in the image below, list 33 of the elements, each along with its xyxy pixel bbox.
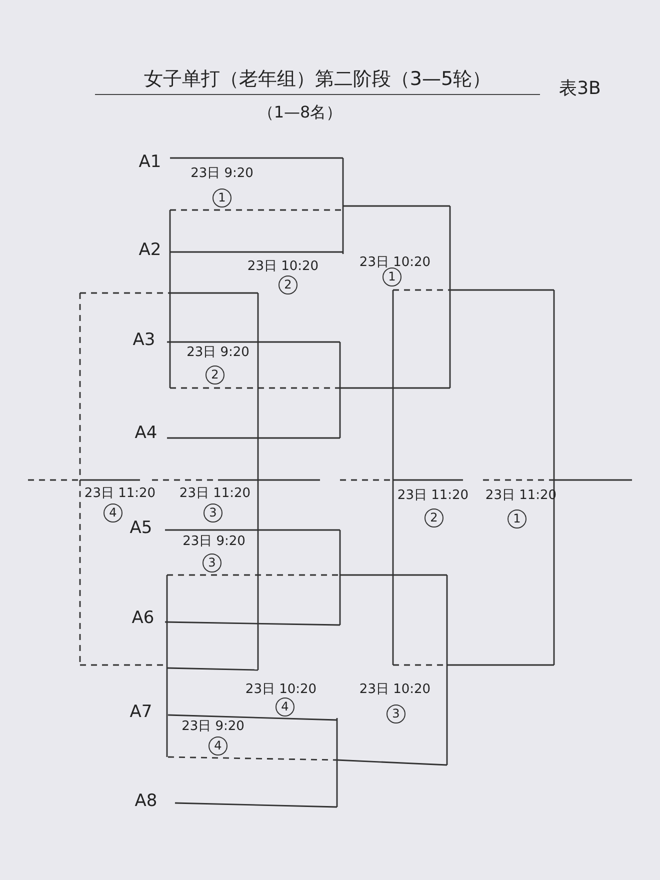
note-text: 表3B (559, 77, 601, 100)
circled-number: 1 (508, 510, 526, 528)
circled-number: 2 (278, 276, 298, 294)
note-text: （1—8名） (258, 102, 342, 124)
circled-number: 1 (212, 188, 232, 208)
match-time: 23日 9:20 (186, 344, 250, 361)
circled-number: 2 (424, 508, 444, 528)
circled-number: 2 (206, 366, 224, 384)
entry-label: A6 (132, 608, 154, 628)
match-time: 23日 9:20 (182, 533, 246, 550)
match-time: 23日 9:20 (182, 718, 244, 735)
circled-number: 4 (208, 736, 228, 756)
title: 女子单打（老年组）第二阶段（3—5轮） (95, 66, 540, 95)
match-time: 23日 10:20 (245, 681, 317, 698)
match-time: 23日 10:20 (247, 258, 319, 275)
circled-number: 1 (382, 268, 402, 286)
entry-label: A4 (134, 423, 158, 443)
circled-number: 4 (104, 504, 122, 522)
match-time: 23日 10:20 (359, 681, 431, 698)
match-time: 23日 11:20 (179, 485, 251, 502)
entry-label: A7 (130, 702, 152, 722)
circled-number: 4 (276, 698, 294, 716)
entry-label: A2 (138, 240, 162, 260)
match-time: 23日 11:20 (84, 485, 156, 502)
entry-label: A1 (138, 152, 162, 172)
match-time: 23日 11:20 (397, 487, 469, 504)
circled-number: 3 (204, 504, 222, 522)
circled-number: 3 (202, 554, 222, 572)
entry-label: A3 (132, 330, 156, 350)
match-time: 23日 9:20 (190, 165, 254, 182)
circled-number: 3 (386, 704, 406, 724)
entry-label: A8 (134, 791, 158, 811)
entry-label: A5 (130, 518, 152, 538)
